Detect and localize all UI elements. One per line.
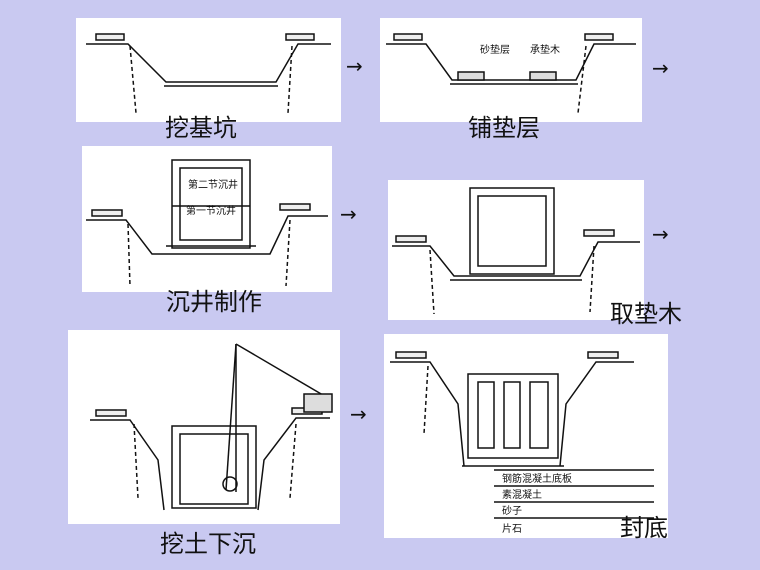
bearing-wood-label: 承垫木 (530, 43, 560, 56)
flow-arrow-4: → (652, 222, 669, 246)
step-6-caption: 封底 (620, 514, 668, 542)
second-section-label: 第二节沉井 (188, 178, 238, 191)
step-6-panel: 钢筋混凝土底板 素混凝土 砂子 片石 (384, 334, 668, 538)
excavation-pit-diagram (86, 33, 331, 114)
flow-arrow-3: → (340, 202, 357, 226)
step-4-caption: 取垫木 (610, 300, 682, 328)
excavate-and-sink-diagram (90, 343, 333, 511)
layer-label-sand: 砂子 (502, 504, 522, 517)
sand-cushion-label: 砂垫层 (480, 43, 510, 56)
remove-wood-diagram (392, 187, 640, 315)
flow-arrow-1: → (346, 54, 363, 78)
step-5-caption: 挖土下沉 (160, 530, 256, 558)
step-5-panel (68, 330, 340, 524)
step-1-panel (76, 18, 341, 122)
layer-label-rc-slab: 钢筋混凝土底板 (502, 472, 572, 485)
step-3-panel: 第二节沉井 第一节沉井 (82, 146, 332, 292)
cushion-layer-diagram: 砂垫层 承垫木 (386, 33, 636, 114)
step-2-panel: 砂垫层 承垫木 (380, 18, 642, 122)
step-3-caption: 沉井制作 (166, 288, 262, 316)
step-1-caption: 挖基坑 (165, 114, 237, 142)
step-4-panel (388, 180, 644, 320)
step-2-caption: 铺垫层 (468, 114, 540, 142)
flow-arrow-2: → (652, 56, 669, 80)
layer-label-rubble: 片石 (502, 522, 522, 535)
first-section-label: 第一节沉井 (186, 204, 236, 217)
bottom-sealing-diagram: 钢筋混凝土底板 素混凝土 砂子 片石 (390, 351, 654, 535)
flow-arrow-5: → (350, 402, 367, 426)
layer-label-plain-concrete: 素混凝土 (502, 488, 542, 501)
caisson-fabrication-diagram: 第二节沉井 第一节沉井 (86, 159, 328, 287)
